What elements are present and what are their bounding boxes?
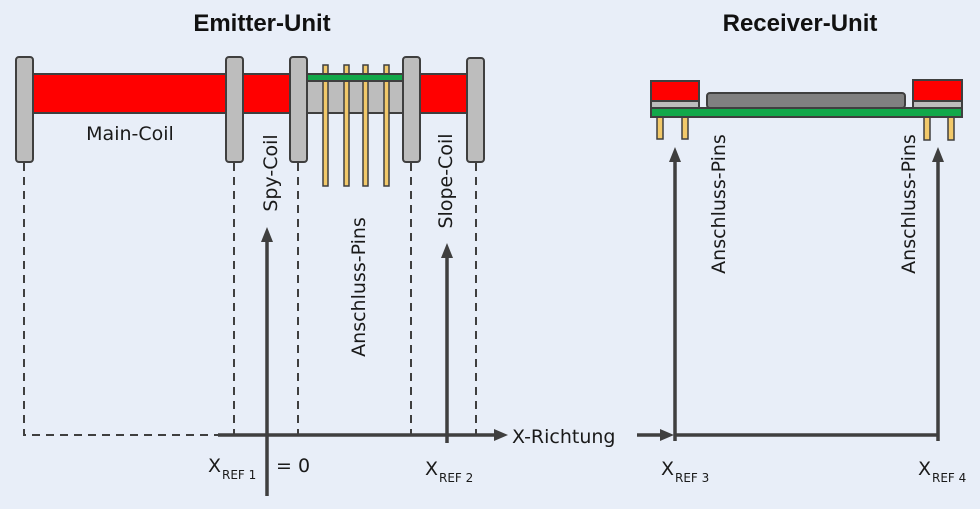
receiver-pin (947, 116, 955, 141)
flange (289, 56, 308, 163)
axis-arrowhead (494, 429, 508, 441)
connector-pin (322, 64, 329, 187)
ref-label-3: X REF 3 (661, 458, 709, 485)
ref4-sub: REF 4 (932, 471, 966, 485)
projection-line (23, 163, 218, 436)
receiver-unit: Anschluss-Pins Anschluss-Pins (650, 79, 963, 274)
ref1-suffix: = 0 (276, 455, 310, 477)
receiver-pin (923, 116, 931, 141)
slope-coil (418, 73, 470, 114)
ref1-sub: REF 1 (222, 468, 256, 482)
slope-coil-label: Slope-Coil (435, 133, 457, 228)
connector-pin (362, 64, 369, 187)
ref-label-2: X REF 2 (425, 458, 473, 485)
receiver-chip (706, 92, 906, 109)
ref4-arrowhead (932, 147, 944, 162)
spy-coil-label: Spy-Coil (260, 134, 282, 211)
ref-label-1: X REF 1 = 0 (208, 455, 310, 482)
x-direction-label: X-Richtung (512, 426, 616, 448)
receiver-pcb (650, 107, 963, 118)
flange (15, 56, 34, 163)
receiver-coil-left (650, 80, 700, 102)
ref2-sub: REF 2 (439, 471, 473, 485)
ref3-base: X (661, 458, 674, 480)
x-axis-emitter (218, 227, 508, 496)
receiver-coil-base-left (650, 100, 700, 109)
ref2-arrowhead (441, 243, 453, 258)
ref2-base: X (425, 458, 438, 480)
receiver-pin (681, 116, 689, 140)
spy-coil (241, 73, 293, 114)
receiver-pins-label-left: Anschluss-Pins (708, 134, 730, 274)
receiver-coil-base-right (912, 100, 963, 109)
connector-pin (383, 64, 390, 187)
direction-arrowhead (660, 429, 674, 441)
ref3-arrowhead (669, 147, 681, 162)
ref1-arrowhead (261, 227, 273, 242)
ref4-base: X (918, 458, 931, 480)
ref1-base: X (208, 455, 221, 477)
receiver-title: Receiver-Unit (723, 10, 878, 37)
main-coil (31, 73, 229, 114)
ref3-sub: REF 3 (675, 471, 709, 485)
projection-lines (23, 163, 477, 436)
main-coil-label: Main-Coil (86, 123, 174, 145)
emitter-unit: Main-Coil Spy-Coil Anschluss-Pins Slope-… (15, 56, 485, 357)
ref-label-4: X REF 4 (918, 458, 966, 485)
emitter-pins-label: Anschluss-Pins (348, 217, 370, 357)
pin-carrier-strip (306, 73, 405, 82)
x-axis-receiver (669, 147, 944, 441)
connector-pin (343, 64, 350, 187)
receiver-coil-right (912, 79, 963, 102)
flange (225, 56, 244, 163)
flange (466, 57, 485, 163)
receiver-pin (656, 116, 664, 140)
flange (402, 56, 421, 163)
receiver-pins-label-right: Anschluss-Pins (898, 134, 920, 274)
emitter-title: Emitter-Unit (193, 10, 330, 37)
